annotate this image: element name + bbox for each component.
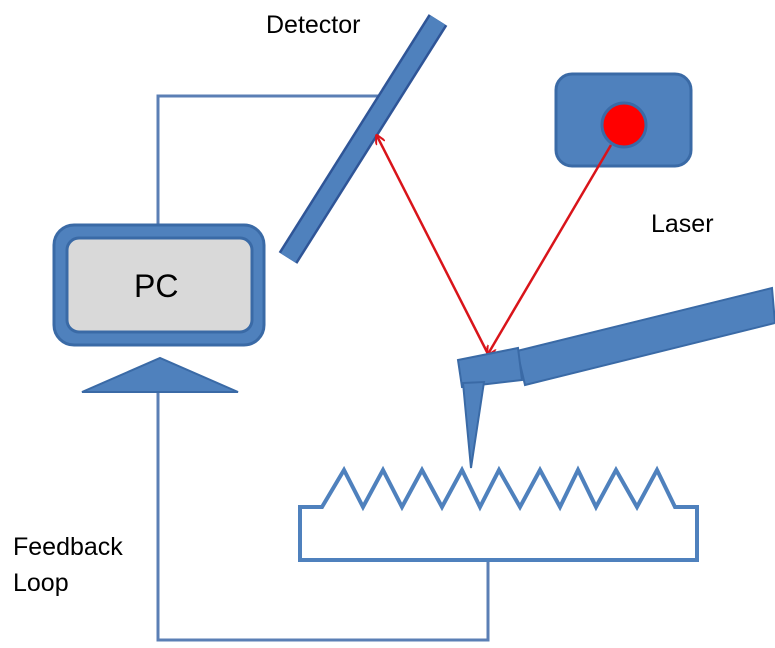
- cantilever: [456, 286, 775, 469]
- detector-label: Detector: [266, 11, 360, 39]
- afm-tip: [461, 380, 486, 469]
- cantilever-beam: [515, 286, 775, 387]
- detector: [278, 14, 448, 264]
- pc-monitor: [52, 223, 266, 393]
- laser-label: Laser: [651, 210, 714, 238]
- incident-beam: [488, 144, 613, 354]
- detector-to-pc-wire: [156, 94, 384, 225]
- feedback-loop-wire: [156, 392, 490, 642]
- pc-label: PC: [134, 268, 178, 304]
- feedback-label-line1: Feedback: [13, 533, 123, 561]
- sample-surface: [298, 465, 699, 562]
- laser-emitter-dot: [600, 101, 648, 149]
- reflected-beam: [377, 136, 490, 355]
- pc-stand: [81, 356, 239, 393]
- cantilever-head: [456, 346, 524, 389]
- pc-screen: [65, 236, 254, 334]
- laser-source: [554, 72, 693, 168]
- feedback-label-line2: Loop: [13, 569, 69, 597]
